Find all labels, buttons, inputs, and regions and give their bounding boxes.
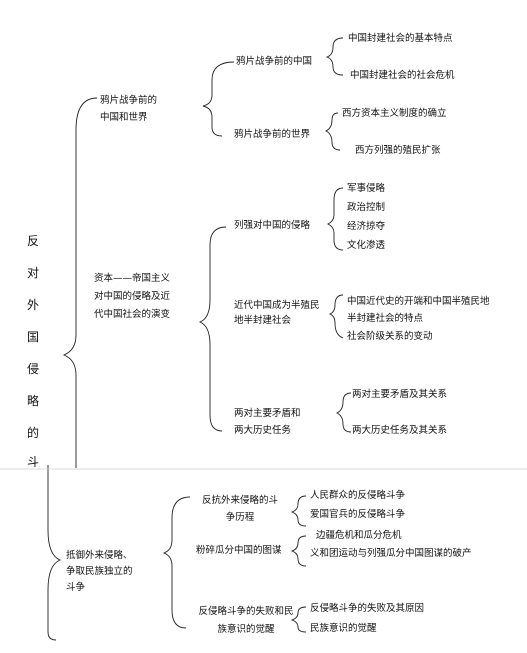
part3-sub3-item: 反侵略斗争的失败及其原因: [310, 603, 425, 614]
part2-sub2-item: 中国近代史的开端和中国半殖民地: [347, 296, 490, 307]
part1-brace: [202, 61, 235, 137]
root-char: 略: [27, 394, 40, 408]
root-char: 侵: [27, 362, 40, 376]
part2-sub2-item: 半封建社会的特点: [347, 313, 424, 324]
part2-label: 资本——帝国主义对中国的侵略及近代中国社会的演变: [94, 273, 171, 320]
part3-sub3-item: 民族意识的觉醒: [310, 623, 377, 634]
part2-sub1-brace: [326, 187, 344, 251]
part2-sub3-brace: [335, 392, 352, 433]
part3-sub3-label: 反侵略斗争的失败和民族意识的觉醒: [198, 606, 294, 635]
root-char: 国: [27, 330, 40, 344]
part3-sub1-item: 爱国官兵的反侵略斗争: [310, 509, 406, 520]
part3-brace-root: [47, 465, 62, 641]
part3-label: 抵御外来侵略、争取民族独立的斗争: [66, 550, 133, 593]
part3-sub1-label: 反抗外来侵略的斗争历程: [201, 495, 278, 523]
part1-label: 鸦片战争前的中国和世界: [100, 95, 158, 123]
part2-sub1-item: 军事侵略: [347, 183, 386, 194]
part2-sub2-label: 近代中国成为半殖民地半封建社会: [234, 300, 320, 326]
part2-sub1-item: 经济掠夺: [347, 221, 386, 232]
part3-sub1-brace: [290, 495, 307, 527]
part1-sub1-item: 中国封建社会的社会危机: [350, 70, 455, 81]
part2-sub2-item: 社会阶级关系的变动: [347, 331, 433, 342]
part1-sub2-item: 西方资本主义制度的确立: [342, 108, 447, 119]
part2-sub3-label: 两对主要矛盾和两大历史任务: [234, 408, 301, 436]
root-char: 斗: [27, 455, 40, 469]
part1-sub2-brace: [324, 112, 341, 151]
part1-sub2-label: 鸦片战争前的世界: [234, 129, 311, 140]
root-char: 反: [27, 234, 40, 248]
part2-sub1-label: 列强对中国的侵略: [234, 220, 311, 231]
root-char: 外: [27, 298, 40, 312]
part2-sub3-item: 两对主要矛盾及其关系: [352, 389, 448, 400]
part2-sub1-item: 政治控制: [347, 202, 386, 213]
part1-sub2-item: 西方列强的殖民扩张: [355, 145, 441, 156]
part2-brace: [198, 226, 227, 432]
root-char: 的: [27, 426, 40, 440]
part3-brace: [162, 496, 191, 629]
part3-sub3-brace: [290, 606, 307, 633]
part3-sub2-item: 义和团运动与列强瓜分中国图谋的破产: [310, 548, 472, 559]
part2-sub2-brace: [328, 294, 344, 339]
part1-sub1-label: 鸦片战争前的中国: [236, 56, 313, 67]
part3-sub1-item: 人民群众的反侵略斗争: [310, 490, 406, 501]
part3-sub2-brace: [290, 535, 307, 567]
root-brace: [62, 97, 98, 468]
part2-sub3-item: 两大历史任务及其关系: [352, 425, 448, 436]
part1-sub1-brace: [325, 37, 344, 76]
part3-sub2-label: 粉碎瓜分中国的图谋: [196, 545, 282, 556]
part1-sub1-item: 中国封建社会的基本特点: [348, 33, 453, 44]
part3-sub2-item: 边疆危机和瓜分危机: [316, 530, 402, 541]
part2-sub1-item: 文化渗透: [347, 240, 386, 251]
root-char: 对: [27, 266, 40, 280]
